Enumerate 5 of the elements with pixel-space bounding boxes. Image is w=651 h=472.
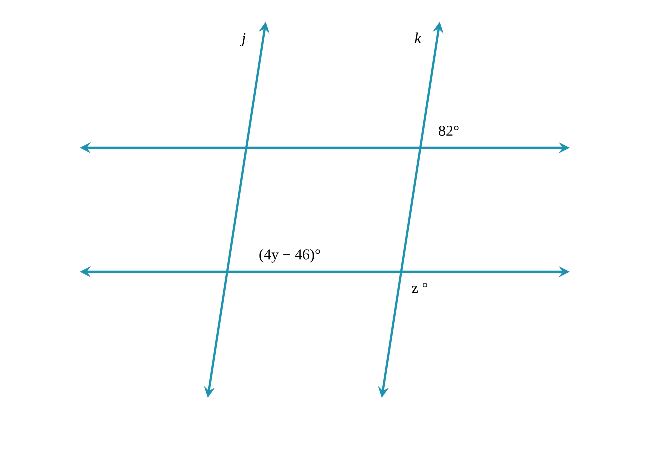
line-label: j: [240, 33, 246, 47]
angle-label: z °: [412, 283, 428, 293]
angle-label: (4y − 46)°: [260, 249, 320, 263]
angle-label: 82°: [439, 126, 459, 136]
line-label: k: [415, 32, 422, 44]
